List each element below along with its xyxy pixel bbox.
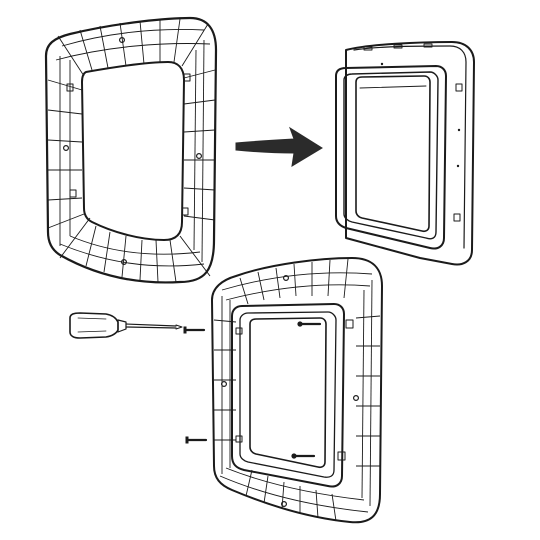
screws: [183, 321, 322, 459]
flap-door-hinge-line: [359, 85, 427, 89]
installed-flap-unit: [335, 41, 475, 266]
frame-grid: [47, 18, 216, 283]
frame-clip-tr: [183, 73, 191, 82]
bottom-flap-door: [249, 317, 327, 469]
frame-screw-hole-top: [118, 36, 125, 43]
screwdriver-collar: [117, 319, 127, 333]
screwdriver-shaft: [125, 323, 177, 329]
highlighted-trim-frame: [44, 16, 218, 284]
frame-screw-hole-bottom: [120, 259, 127, 266]
bottom-clip-tr: [345, 319, 354, 329]
screwdriver: [69, 312, 183, 339]
frame-clip-br: [181, 207, 189, 216]
frame-clip-bl: [69, 189, 77, 198]
flap-top-tab-1: [363, 46, 373, 51]
bottom-hole-top: [283, 275, 290, 282]
bottom-hole-bottom: [281, 501, 288, 508]
screw-left-bottom: [185, 436, 208, 444]
frame-opening: [81, 61, 185, 241]
frame-screwing: [211, 257, 383, 524]
flap-side-clip-bottom: [453, 213, 461, 222]
flap-top-tab-3: [423, 43, 433, 48]
bottom-frame-grid: [213, 258, 381, 522]
bottom-flap-flange-inner: [239, 311, 337, 478]
bottom-clip-bl: [235, 435, 243, 443]
screw-inner-bottom: [291, 453, 316, 459]
frame-outer: [44, 16, 218, 284]
flap-side-clip-top: [455, 83, 463, 92]
direction-arrow: [235, 126, 323, 167]
frame-screw-hole-left: [62, 145, 69, 152]
flap-door: [355, 75, 431, 233]
flap-front-flange: [335, 65, 447, 250]
bottom-clip-tl: [235, 327, 243, 335]
flap-housing-back: [345, 41, 475, 266]
bottom-clip-br: [337, 451, 346, 461]
flap-top-tab-2: [393, 44, 403, 49]
frame-clip-tl: [66, 83, 74, 92]
screw-inner-top: [297, 321, 322, 327]
flap-front-dot: [380, 62, 384, 66]
frame-screw-hole-right: [196, 153, 203, 160]
bottom-hole-left: [221, 381, 228, 388]
screwdriver-handle-grooves: [77, 317, 107, 333]
flap-side-dot-2: [456, 164, 460, 168]
bottom-frame-outer: [211, 257, 383, 524]
screw-left-top: [183, 326, 206, 334]
screwdriver-tip: [175, 324, 183, 330]
screwdriver-handle: [69, 312, 119, 339]
bottom-flap-flange: [231, 303, 345, 488]
flap-housing-depth: [353, 45, 467, 249]
flap-front-inner-edge: [343, 71, 439, 240]
flap-side-dot-1: [457, 128, 461, 132]
bottom-hole-right: [353, 395, 360, 402]
